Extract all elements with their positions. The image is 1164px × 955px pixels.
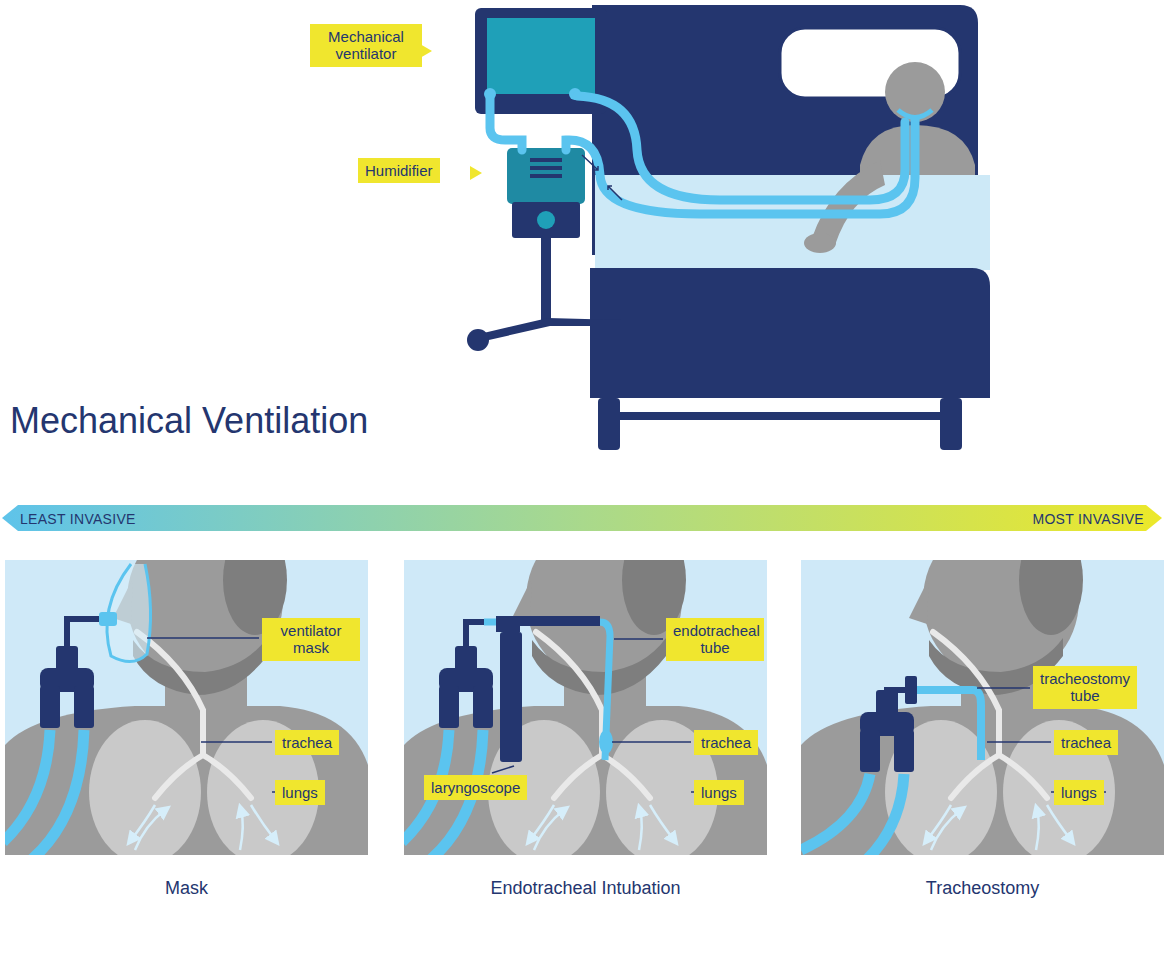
device-label: Mechanical ventilator bbox=[310, 24, 422, 67]
label-text: lungs bbox=[1061, 784, 1097, 801]
invasive-scale: LEAST INVASIVE MOST INVASIVE bbox=[0, 505, 1164, 531]
label-text: trachea bbox=[1061, 734, 1111, 751]
label-text: lungs bbox=[701, 784, 737, 801]
label-text: tracheostomy tube bbox=[1040, 670, 1130, 705]
method-panel: Endotracheal Intubation endotracheal tube… bbox=[404, 560, 767, 910]
part-label: ventilator mask bbox=[262, 618, 360, 661]
ventilator-scene bbox=[420, 5, 990, 450]
label-text: Mechanical ventilator bbox=[317, 28, 415, 63]
part-label: trachea bbox=[1054, 730, 1118, 755]
label-text: laryngoscope bbox=[431, 779, 520, 796]
label-text: lungs bbox=[282, 784, 318, 801]
part-label: lungs bbox=[1054, 780, 1104, 805]
label-text: trachea bbox=[701, 734, 751, 751]
diagram-title: Mechanical Ventilation bbox=[10, 400, 368, 442]
label-text: Humidifier bbox=[365, 162, 433, 179]
panel-caption: Endotracheal Intubation bbox=[404, 878, 767, 899]
part-label: lungs bbox=[275, 780, 325, 805]
panel-caption: Tracheostomy bbox=[801, 878, 1164, 899]
scale-end-label: MOST INVASIVE bbox=[1032, 511, 1144, 527]
part-label: endotracheal tube bbox=[666, 618, 764, 661]
label-text: trachea bbox=[282, 734, 332, 751]
part-label: tracheostomy tube bbox=[1033, 666, 1137, 709]
invasive-scale-bar bbox=[2, 505, 1162, 531]
part-label: lungs bbox=[694, 780, 744, 805]
panel-caption: Mask bbox=[5, 878, 368, 899]
mask-panel-art bbox=[3, 518, 368, 865]
intubation-panel-art bbox=[402, 518, 767, 865]
part-label: trachea bbox=[275, 730, 339, 755]
label-text: endotracheal tube bbox=[673, 622, 757, 657]
method-panel: Mask ventilator mask trachea lungs bbox=[5, 560, 368, 910]
part-label: trachea bbox=[694, 730, 758, 755]
label-text: ventilator mask bbox=[269, 622, 353, 657]
device-label: Humidifier bbox=[358, 158, 440, 183]
scale-end-label: LEAST INVASIVE bbox=[20, 511, 136, 527]
tracheostomy-panel-art bbox=[801, 518, 1164, 865]
part-label: laryngoscope bbox=[424, 775, 527, 800]
method-panel: Tracheostomy tracheostomy tube trachea lung… bbox=[801, 560, 1164, 910]
